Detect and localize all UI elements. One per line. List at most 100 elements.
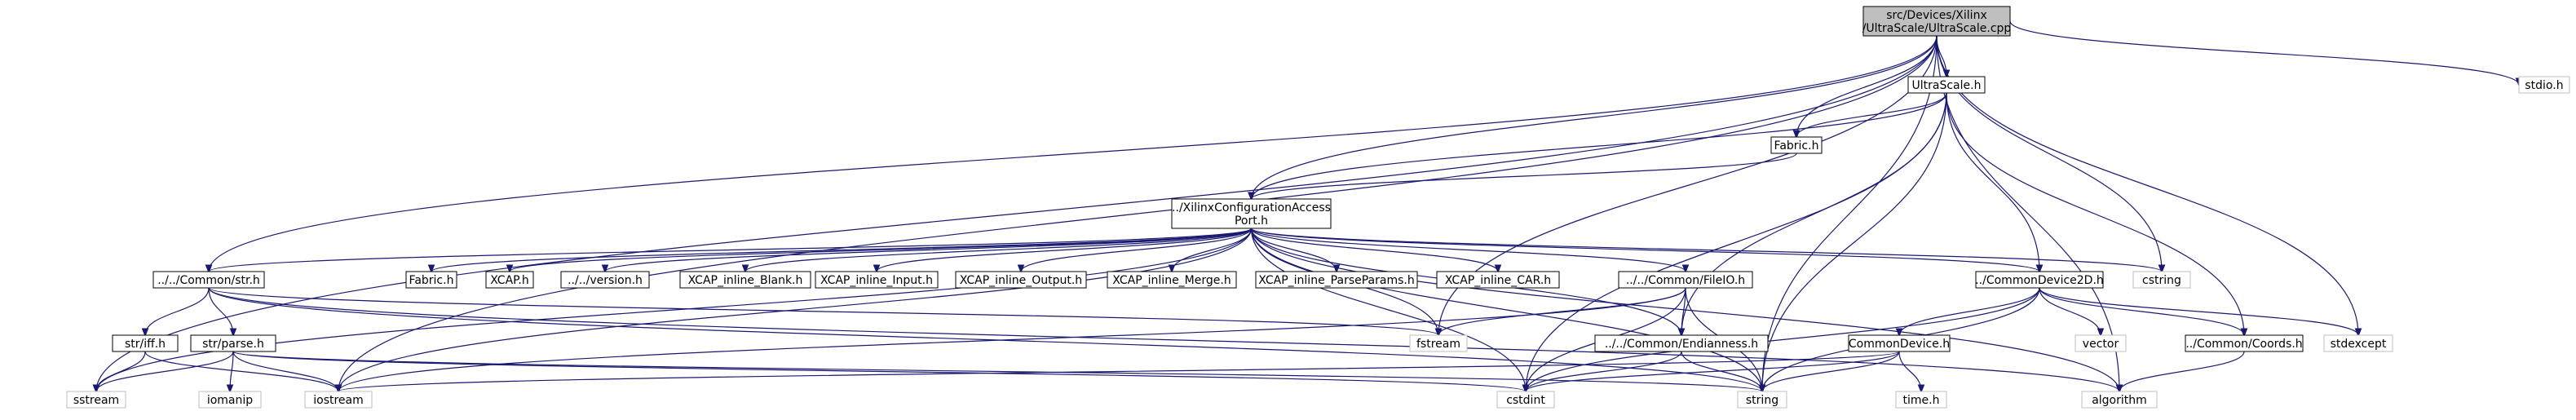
- node-label: ../../version.h: [568, 274, 643, 287]
- node-stdexcept[interactable]: stdexcept: [2323, 334, 2393, 352]
- edge-str_parse-to-string: [232, 351, 1762, 391]
- node-label: cstring: [2142, 274, 2181, 287]
- edge-str_parse-to-iostream: [232, 351, 338, 391]
- node-label: time.h: [1903, 394, 1940, 407]
- node-string[interactable]: string: [1737, 391, 1787, 409]
- edge-fileio-to-iostream: [338, 287, 1686, 391]
- edge-cd2d-to-vector: [2039, 287, 2101, 335]
- node-cd2d[interactable]: ../CommonDevice2D.h: [1975, 271, 2104, 289]
- edge-xcap-to-string: [1250, 228, 1763, 391]
- node-stdio[interactable]: stdio.h: [2518, 76, 2570, 94]
- node-box: [1171, 198, 1332, 229]
- node-label: algorithm: [2092, 394, 2147, 407]
- node-label: stdexcept: [2331, 338, 2387, 351]
- node-commondevice[interactable]: CommonDevice.h: [1848, 334, 1951, 352]
- edge-commondevice-to-cstdint: [1526, 351, 1900, 391]
- node-time[interactable]: time.h: [1895, 391, 1947, 409]
- edge-cd2d-to-coords: [2039, 287, 2244, 335]
- node-cstdint[interactable]: cstdint: [1496, 391, 1555, 409]
- node-iomanip[interactable]: iomanip: [198, 391, 262, 409]
- node-sstream[interactable]: sstream: [66, 391, 126, 409]
- node-inl-input[interactable]: XCAP_inline_Input.h: [815, 271, 939, 289]
- node-label: Fabric.h: [1774, 139, 1819, 153]
- edge-xcap-to-version: [605, 228, 1253, 272]
- node-label: UltraScale.h: [1912, 79, 1982, 92]
- node-version[interactable]: ../../version.h: [560, 271, 650, 289]
- node-box: [955, 271, 1087, 289]
- node-box: [190, 334, 276, 352]
- edge-fabric_h-to-xcap: [1252, 153, 1797, 199]
- edge-root-to-fabric_h: [1796, 35, 1938, 137]
- edge-xcap-to-common_str: [209, 228, 1253, 272]
- node-endian[interactable]: ../../Common/Endianness.h: [1594, 334, 1769, 352]
- edge-str_parse-to-sstream: [96, 351, 234, 391]
- node-box: [1975, 271, 2104, 289]
- node-fabric-h[interactable]: Fabric.h: [1770, 136, 1823, 154]
- node-label: ../CommonDevice2D.h: [1975, 274, 2104, 287]
- node-label: XCAP_inline_ParseParams.h: [1258, 274, 1414, 287]
- node-common-str[interactable]: ../../Common/str.h: [152, 271, 265, 289]
- nodes-layer: src/Devices/Xilinx/UltraScale/UltraScale…: [66, 6, 2570, 409]
- node-box: [405, 271, 457, 289]
- node-label: string: [1746, 394, 1778, 407]
- edge-cd2d-to-cstdint: [1526, 287, 2040, 391]
- node-coords[interactable]: ../Common/Coords.h: [2185, 334, 2304, 352]
- edge-ultrascale_h-to-cd2d: [1946, 92, 2039, 272]
- node-label: Fabric.h: [409, 274, 454, 287]
- node-root[interactable]: src/Devices/Xilinx/UltraScale/UltraScale…: [1862, 6, 2012, 37]
- edge-commondevice-to-time: [1898, 351, 1921, 391]
- edge-root-to-string: [1762, 35, 1938, 391]
- node-box: [2074, 334, 2127, 352]
- node-str-iff[interactable]: str/iff.h: [112, 334, 179, 352]
- node-label: XCAP_inline_Input.h: [820, 274, 933, 287]
- node-label: XCAP_inline_Output.h: [960, 274, 1082, 287]
- edge-common_str-to-str_iff: [145, 287, 210, 335]
- edge-cd2d-to-commondevice: [1899, 287, 2040, 335]
- node-fstream[interactable]: fstream: [1409, 334, 1468, 352]
- node-box: [1436, 271, 1560, 289]
- edge-str_parse-to-iomanip: [230, 351, 234, 391]
- node-fabric-h2[interactable]: Fabric.h: [405, 271, 457, 289]
- node-box: [815, 271, 939, 289]
- edge-ultrascale_h-to-coords: [1946, 92, 2244, 335]
- node-inl-merge[interactable]: XCAP_inline_Merge.h: [1107, 271, 1237, 289]
- node-xcap-h[interactable]: XCAP.h: [485, 271, 534, 289]
- node-cstring[interactable]: cstring: [2132, 271, 2191, 289]
- node-vector[interactable]: vector: [2074, 334, 2127, 352]
- node-box: [1848, 334, 1951, 352]
- node-inl-blank[interactable]: XCAP_inline_Blank.h: [679, 271, 811, 289]
- edge-xcap-to-cstring: [1250, 228, 2163, 272]
- node-label: iomanip: [207, 394, 253, 407]
- node-label: XCAP_inline_Blank.h: [688, 274, 803, 287]
- edge-xcap-to-inl_output: [1021, 228, 1253, 272]
- edge-ultrascale_h-to-string: [1762, 92, 1947, 391]
- node-label: vector: [2083, 338, 2119, 351]
- node-ultrascale-h[interactable]: UltraScale.h: [1907, 76, 1986, 94]
- edge-xcap-to-cstdint: [1250, 228, 1527, 391]
- node-iostream[interactable]: iostream: [304, 391, 373, 409]
- node-label: ../../Common/FileIO.h: [1626, 274, 1745, 287]
- edge-xcap-to-algorithm: [1250, 228, 2120, 391]
- node-box: [485, 271, 534, 289]
- node-box: [1862, 6, 2011, 37]
- node-label: str/iff.h: [125, 338, 166, 351]
- node-inl-output[interactable]: XCAP_inline_Output.h: [955, 271, 1087, 289]
- edge-root-to-common_str: [209, 35, 1938, 272]
- node-algorithm[interactable]: algorithm: [2081, 391, 2158, 409]
- node-box: [2185, 334, 2304, 352]
- edge-xcap-to-inl_parse: [1250, 228, 1337, 272]
- node-box: [1618, 271, 1753, 289]
- node-fileio[interactable]: ../../Common/FileIO.h: [1618, 271, 1753, 289]
- edge-xcap-to-cd2d: [1250, 228, 2040, 272]
- node-label: /UltraScale/UltraScale.cpp: [1862, 22, 2012, 35]
- node-str-parse[interactable]: str/parse.h: [190, 334, 276, 352]
- edge-root-to-cstring: [1936, 35, 2162, 272]
- node-box: [679, 271, 811, 289]
- node-inl-parse[interactable]: XCAP_inline_ParseParams.h: [1255, 271, 1418, 289]
- node-box: [1770, 136, 1823, 154]
- edge-commondevice-to-string: [1762, 351, 1900, 391]
- node-box: [1409, 334, 1468, 352]
- node-inl-car[interactable]: XCAP_inline_CAR.h: [1436, 271, 1560, 289]
- node-label: ../../Common/str.h: [157, 274, 260, 287]
